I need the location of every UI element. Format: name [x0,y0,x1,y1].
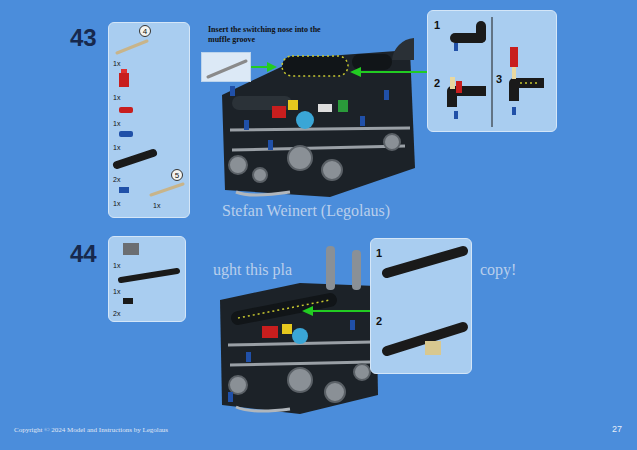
length-number: 4 [140,27,150,37]
quantity-label: 2x [113,309,120,318]
quantity-label: 1x [153,201,160,210]
callout-number: 2 [434,77,440,90]
callout-panel: 1 2 3 [427,10,557,132]
length-circle: 5 [171,169,183,181]
length-number: 5 [172,171,182,181]
quantity-label: 1x [113,199,120,208]
watermark: copy! [480,260,516,279]
note-text: Insert the switching nose into the muffl… [208,25,336,45]
part-drawing [202,53,252,83]
part-drawing [109,23,191,219]
quantity-label: 1x [113,119,120,128]
note-box: Insert the switching nose into the muffl… [201,52,251,82]
watermark: Stefan Weinert (Legolaus) [222,201,390,220]
step-number: 44 [70,240,97,268]
page-number: 27 [612,424,622,435]
callout-number: 3 [496,73,502,86]
quantity-label: 1x [113,93,120,102]
step-number: 43 [70,24,97,52]
parts-panel: 1x 1x 2x [108,236,186,322]
quantity-label: 2x [113,175,120,184]
part-drawing [428,11,558,133]
parts-panel: 1x 1x 1x 1x 2x 1x 1x 4 5 [108,22,190,218]
length-circle: 4 [139,25,151,37]
copyright-note: Copyright © 2024 Model and Instructions … [14,426,168,435]
quantity-label: 1x [113,261,120,270]
part-drawing [371,239,473,375]
callout-number: 1 [434,19,440,32]
quantity-label: 1x [113,59,120,68]
model-step-43 [222,38,427,197]
part-drawing [109,237,187,323]
callout-number: 2 [376,315,382,328]
callout-number: 1 [376,247,382,260]
callout-panel: 12 [370,238,472,374]
quantity-label: 1x [113,143,120,152]
quantity-label: 1x [113,287,120,296]
watermark: ught this pla [213,260,292,279]
